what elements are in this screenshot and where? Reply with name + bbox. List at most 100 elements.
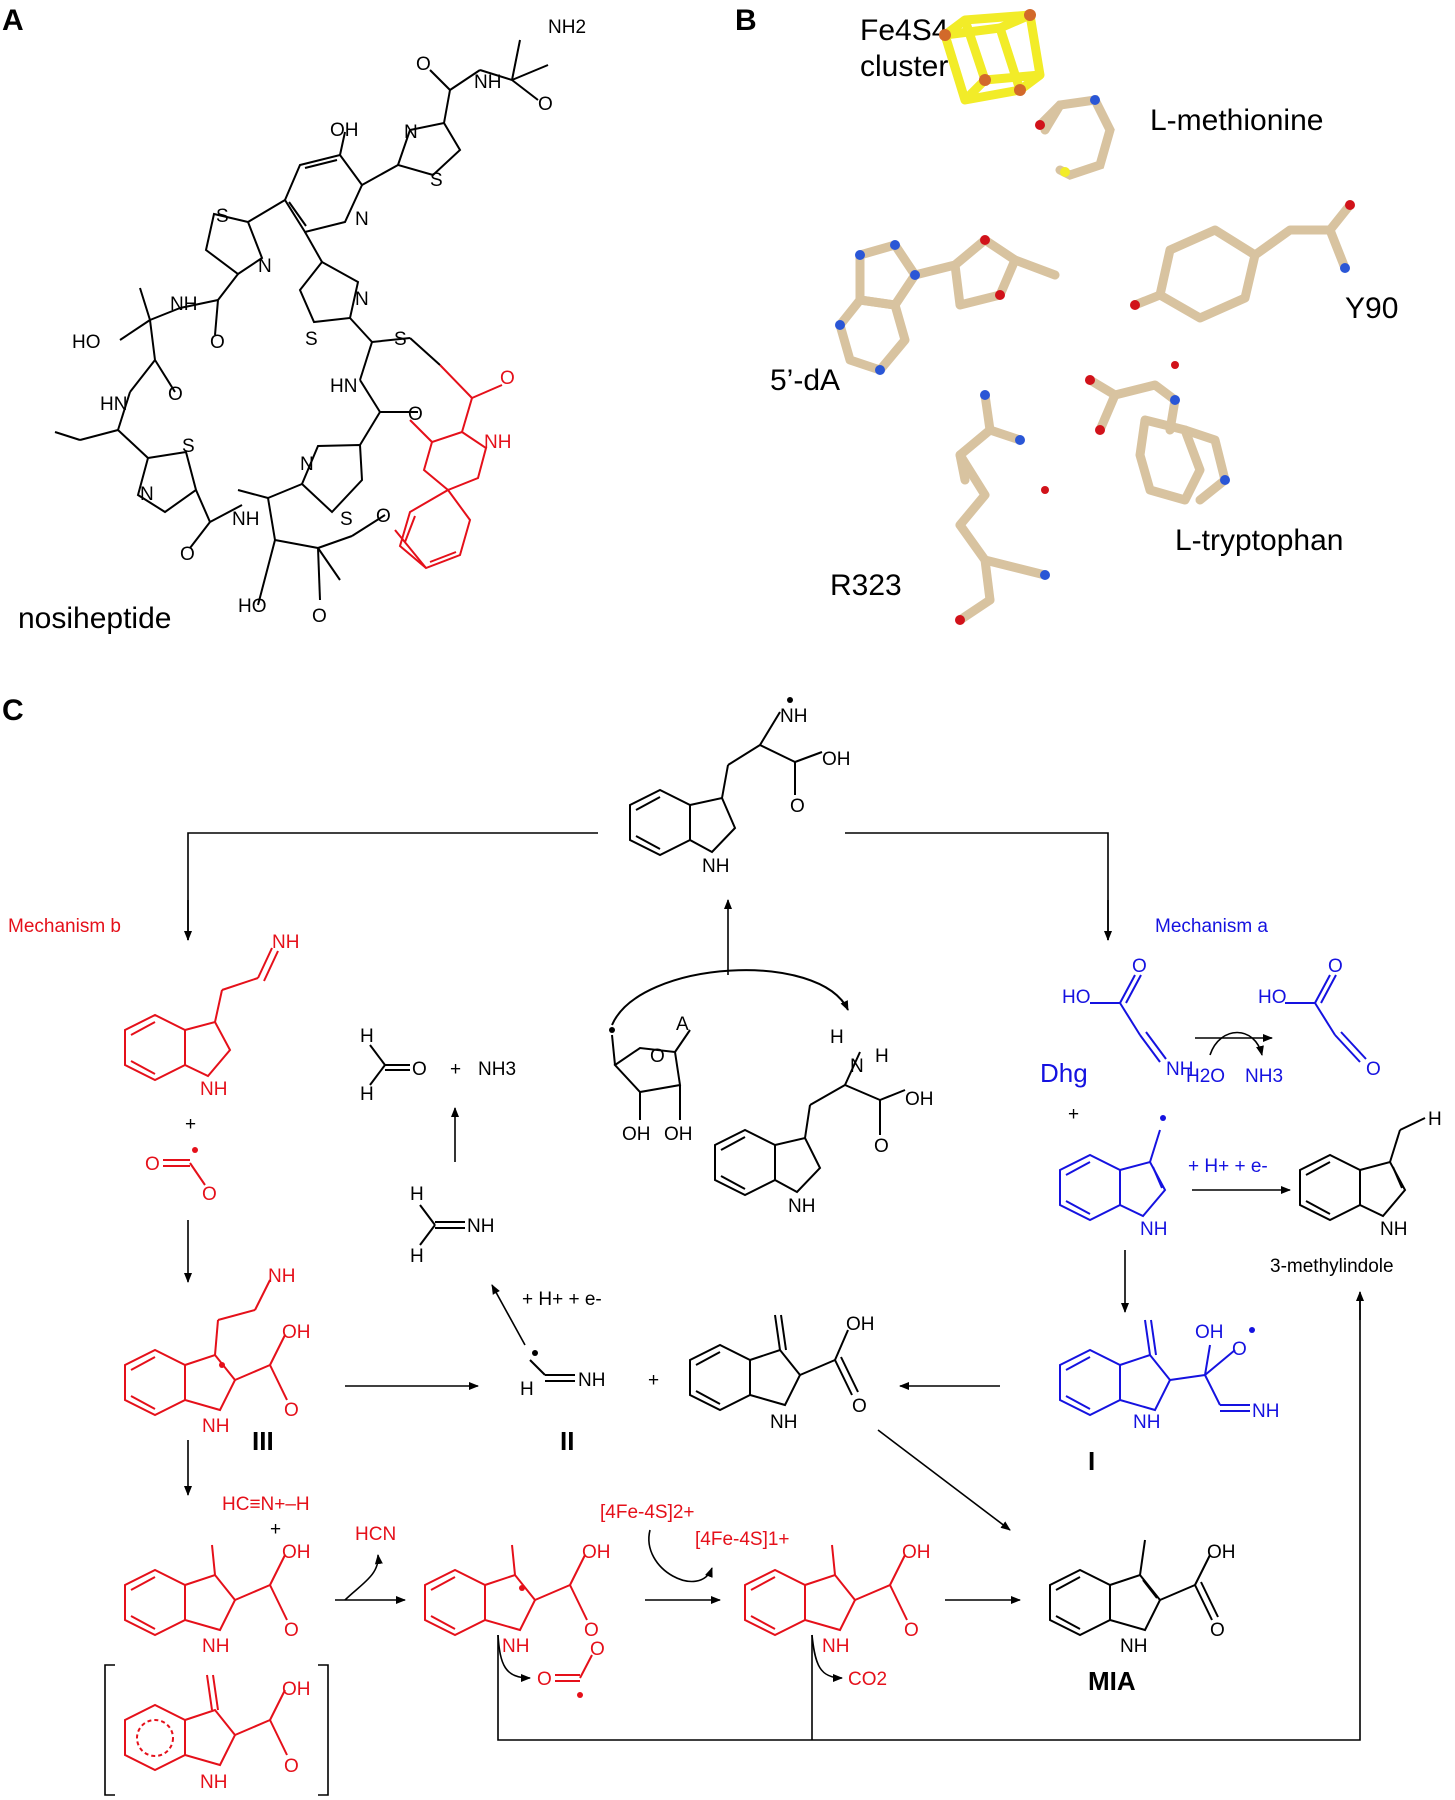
I-indoline-nh: NH [1133,1412,1160,1433]
plus-II: + [648,1370,659,1391]
branch-right-line [845,832,1109,940]
center-trp-h: H [830,1027,844,1048]
nosiheptide-skeleton [54,39,549,606]
methionine-s [1060,167,1070,177]
dA-o-2 [995,290,1005,300]
formaldehyde-h2: H [360,1084,374,1105]
water-2 [1041,486,1049,494]
cation-nh: NH [822,1636,849,1657]
nh3-label-a: NH3 [1245,1066,1283,1087]
label-I: I [1088,1446,1095,1476]
formate-radical-dot [192,1147,198,1153]
n-label-3: N [355,289,369,310]
methanimine-h1: H [410,1184,424,1205]
III-radical-dot [219,1362,225,1368]
hydrolysis-curl [1209,1031,1264,1056]
h-plus-e-right: + H+ + e- [1188,1156,1268,1177]
trp-radical [629,711,823,857]
fes-2-label: [4Fe-4S]2+ [600,1502,695,1523]
thioester-s-label: S [394,329,407,350]
cation-oh: OH [902,1542,931,1563]
hcn-curl [344,1554,383,1601]
indole-o-label: O [500,368,515,389]
II-nh: NH [578,1370,605,1391]
resonance-nh: NH [200,1772,227,1793]
formate-o: O [145,1154,160,1175]
intermediate-III [124,1279,288,1417]
o-label-5: O [408,404,423,425]
carbanion-o: O [284,1620,299,1641]
I-nh: NH [1252,1401,1279,1422]
cluster-label-line2: cluster [860,50,948,83]
trp-radical-nh: NH [780,706,807,727]
panel-c-letter: C [2,694,24,727]
indoline-o: O [852,1396,867,1417]
panel-a-atom-labels: NH2 O NH O OH N S N S N N S NH O HO O HN… [72,17,586,627]
formate-o-2: O [202,1184,217,1205]
dA-radical-dot [609,1027,615,1033]
nh-label: NH [474,72,501,93]
methanimine-nh: NH [467,1216,494,1237]
radical-o: O [584,1620,599,1641]
carbanion-radical [124,1544,288,1637]
arrow-center-to-MIA [877,1429,1011,1531]
o-label-2: O [538,94,553,115]
h-plus-e-left: + H+ + e- [522,1289,602,1310]
o-label-6: O [180,544,195,565]
tryptophan-label: L-tryptophan [1175,524,1343,557]
methionine-o [1035,120,1045,130]
MIA-structure [1049,1539,1219,1637]
o-label-4: O [168,384,183,405]
indole-nh-label: NH [484,432,511,453]
MIA-nh: NH [1120,1636,1147,1657]
trp-radical-oh: OH [822,749,851,770]
y90-o [1345,200,1355,210]
nh2-label: NH2 [548,17,586,38]
dA-stick [835,235,1060,375]
radical-oh: OH [582,1542,611,1563]
oh-label: OH [330,120,359,141]
resonance-structure [124,1674,288,1772]
released-formate-o2: O [590,1639,605,1660]
y90-stick [1130,200,1355,323]
methionine-label: L-methionine [1150,104,1323,137]
trp-radical-nh-2: NH [702,856,729,877]
resonance-oh: OH [282,1679,311,1700]
o-label-8: O [312,606,327,627]
indolylmethyl-nh: NH [1140,1219,1167,1240]
indoline-nh: NH [770,1412,797,1433]
III-oh: OH [282,1322,311,1343]
r323-stick [955,390,1050,625]
s-label: S [430,170,443,191]
III-o: O [284,1400,299,1421]
III-nh: NH [268,1266,295,1287]
formaldehyde-h1: H [360,1026,374,1047]
methylindoline-cation [744,1544,908,1637]
II-radical-dot [532,1350,538,1356]
methanimine-h2: H [410,1246,424,1267]
MIA-oh: OH [1207,1542,1236,1563]
nh3-label: NH3 [478,1059,516,1080]
n-label: N [404,122,418,143]
n-label-4: N [140,484,154,505]
dhg-structure [1090,974,1167,1063]
cation-o: O [904,1620,919,1641]
I-oh: OH [1195,1322,1224,1343]
center-trp-nh: NH [788,1196,815,1217]
arrow-to-methanimine [491,1284,526,1346]
cluster-label-line1: Fe4S4 [860,14,948,47]
o-label-7: O [376,506,391,527]
fes-1-label: [4Fe-4S]1+ [695,1529,790,1550]
formaldehyde-o: O [412,1059,427,1080]
dA-n-atoms [835,240,920,375]
hcn-label: HCN [355,1524,396,1545]
panel-b: B Fe4S4 cluster L-methionine Y90 5’-dA R… [735,4,1398,625]
II-h: H [520,1379,534,1400]
label-II: II [560,1426,574,1456]
indole-moiety [394,364,503,570]
methylindole [1299,1117,1426,1222]
methylindoline-radical-dot [519,1585,525,1591]
methylindole-nh: NH [1380,1219,1407,1240]
mechanism-a-label: Mechanism a [1155,916,1268,937]
panel-a-letter: A [2,4,24,37]
